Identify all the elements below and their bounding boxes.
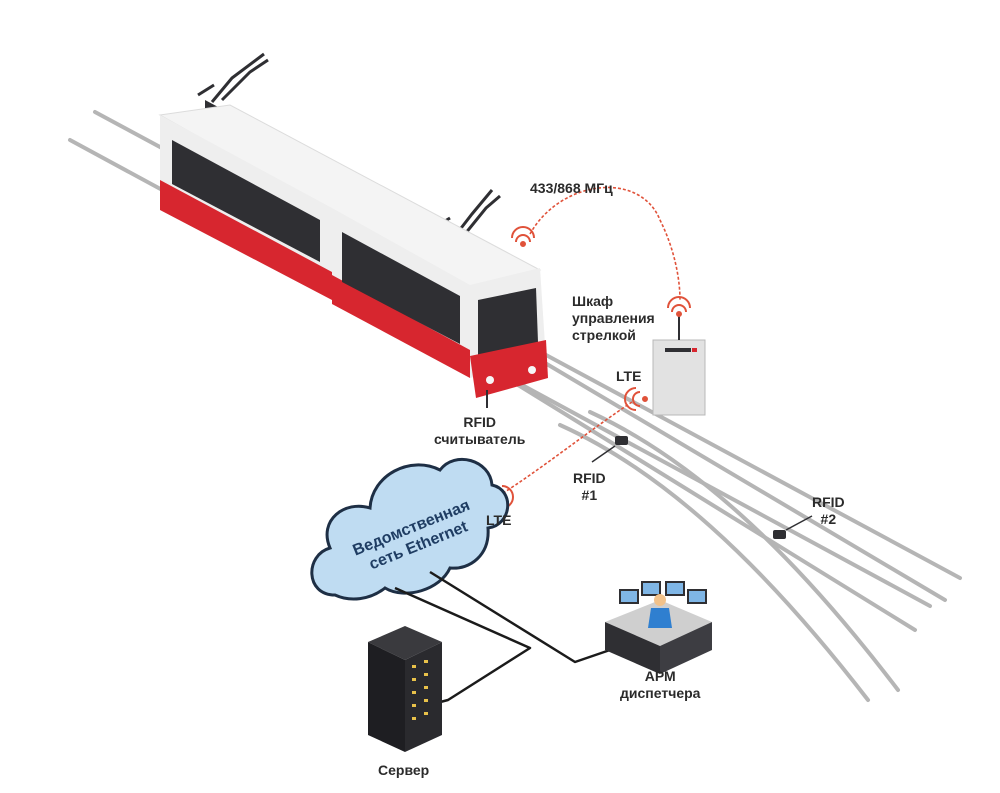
- wifi-signal-icon: [624, 387, 648, 411]
- server-rack-icon: [368, 626, 442, 752]
- workstation-icon: [605, 581, 712, 674]
- lte-wave: [499, 401, 633, 496]
- radio-wave: [529, 186, 681, 301]
- lte-cabinet-label: LTE: [616, 368, 642, 384]
- wifi-signal-icon: [511, 226, 535, 247]
- rfid-2-label: RFID #2: [812, 494, 845, 527]
- lte-cloud-label: LTE: [486, 512, 512, 528]
- rfid-tag-icon: [591, 436, 628, 463]
- cabinet-icon: [652, 316, 706, 416]
- server-label: Сервер: [378, 762, 430, 778]
- switch-cabinet-label: Шкаф управления стрелкой: [572, 293, 655, 343]
- radio-band-label: 433/868 МГц: [530, 180, 613, 196]
- rfid-reader-label: RFID считыватель: [434, 414, 526, 447]
- cloud-icon: [310, 457, 510, 601]
- wifi-signal-icon: [667, 296, 691, 317]
- dispatcher-label: АРМ диспетчера: [620, 668, 701, 701]
- rfid-tag-icon: [773, 515, 813, 539]
- tram: [158, 52, 548, 408]
- rfid-1-label: RFID #1: [573, 470, 606, 503]
- pantograph-rear: [197, 52, 269, 103]
